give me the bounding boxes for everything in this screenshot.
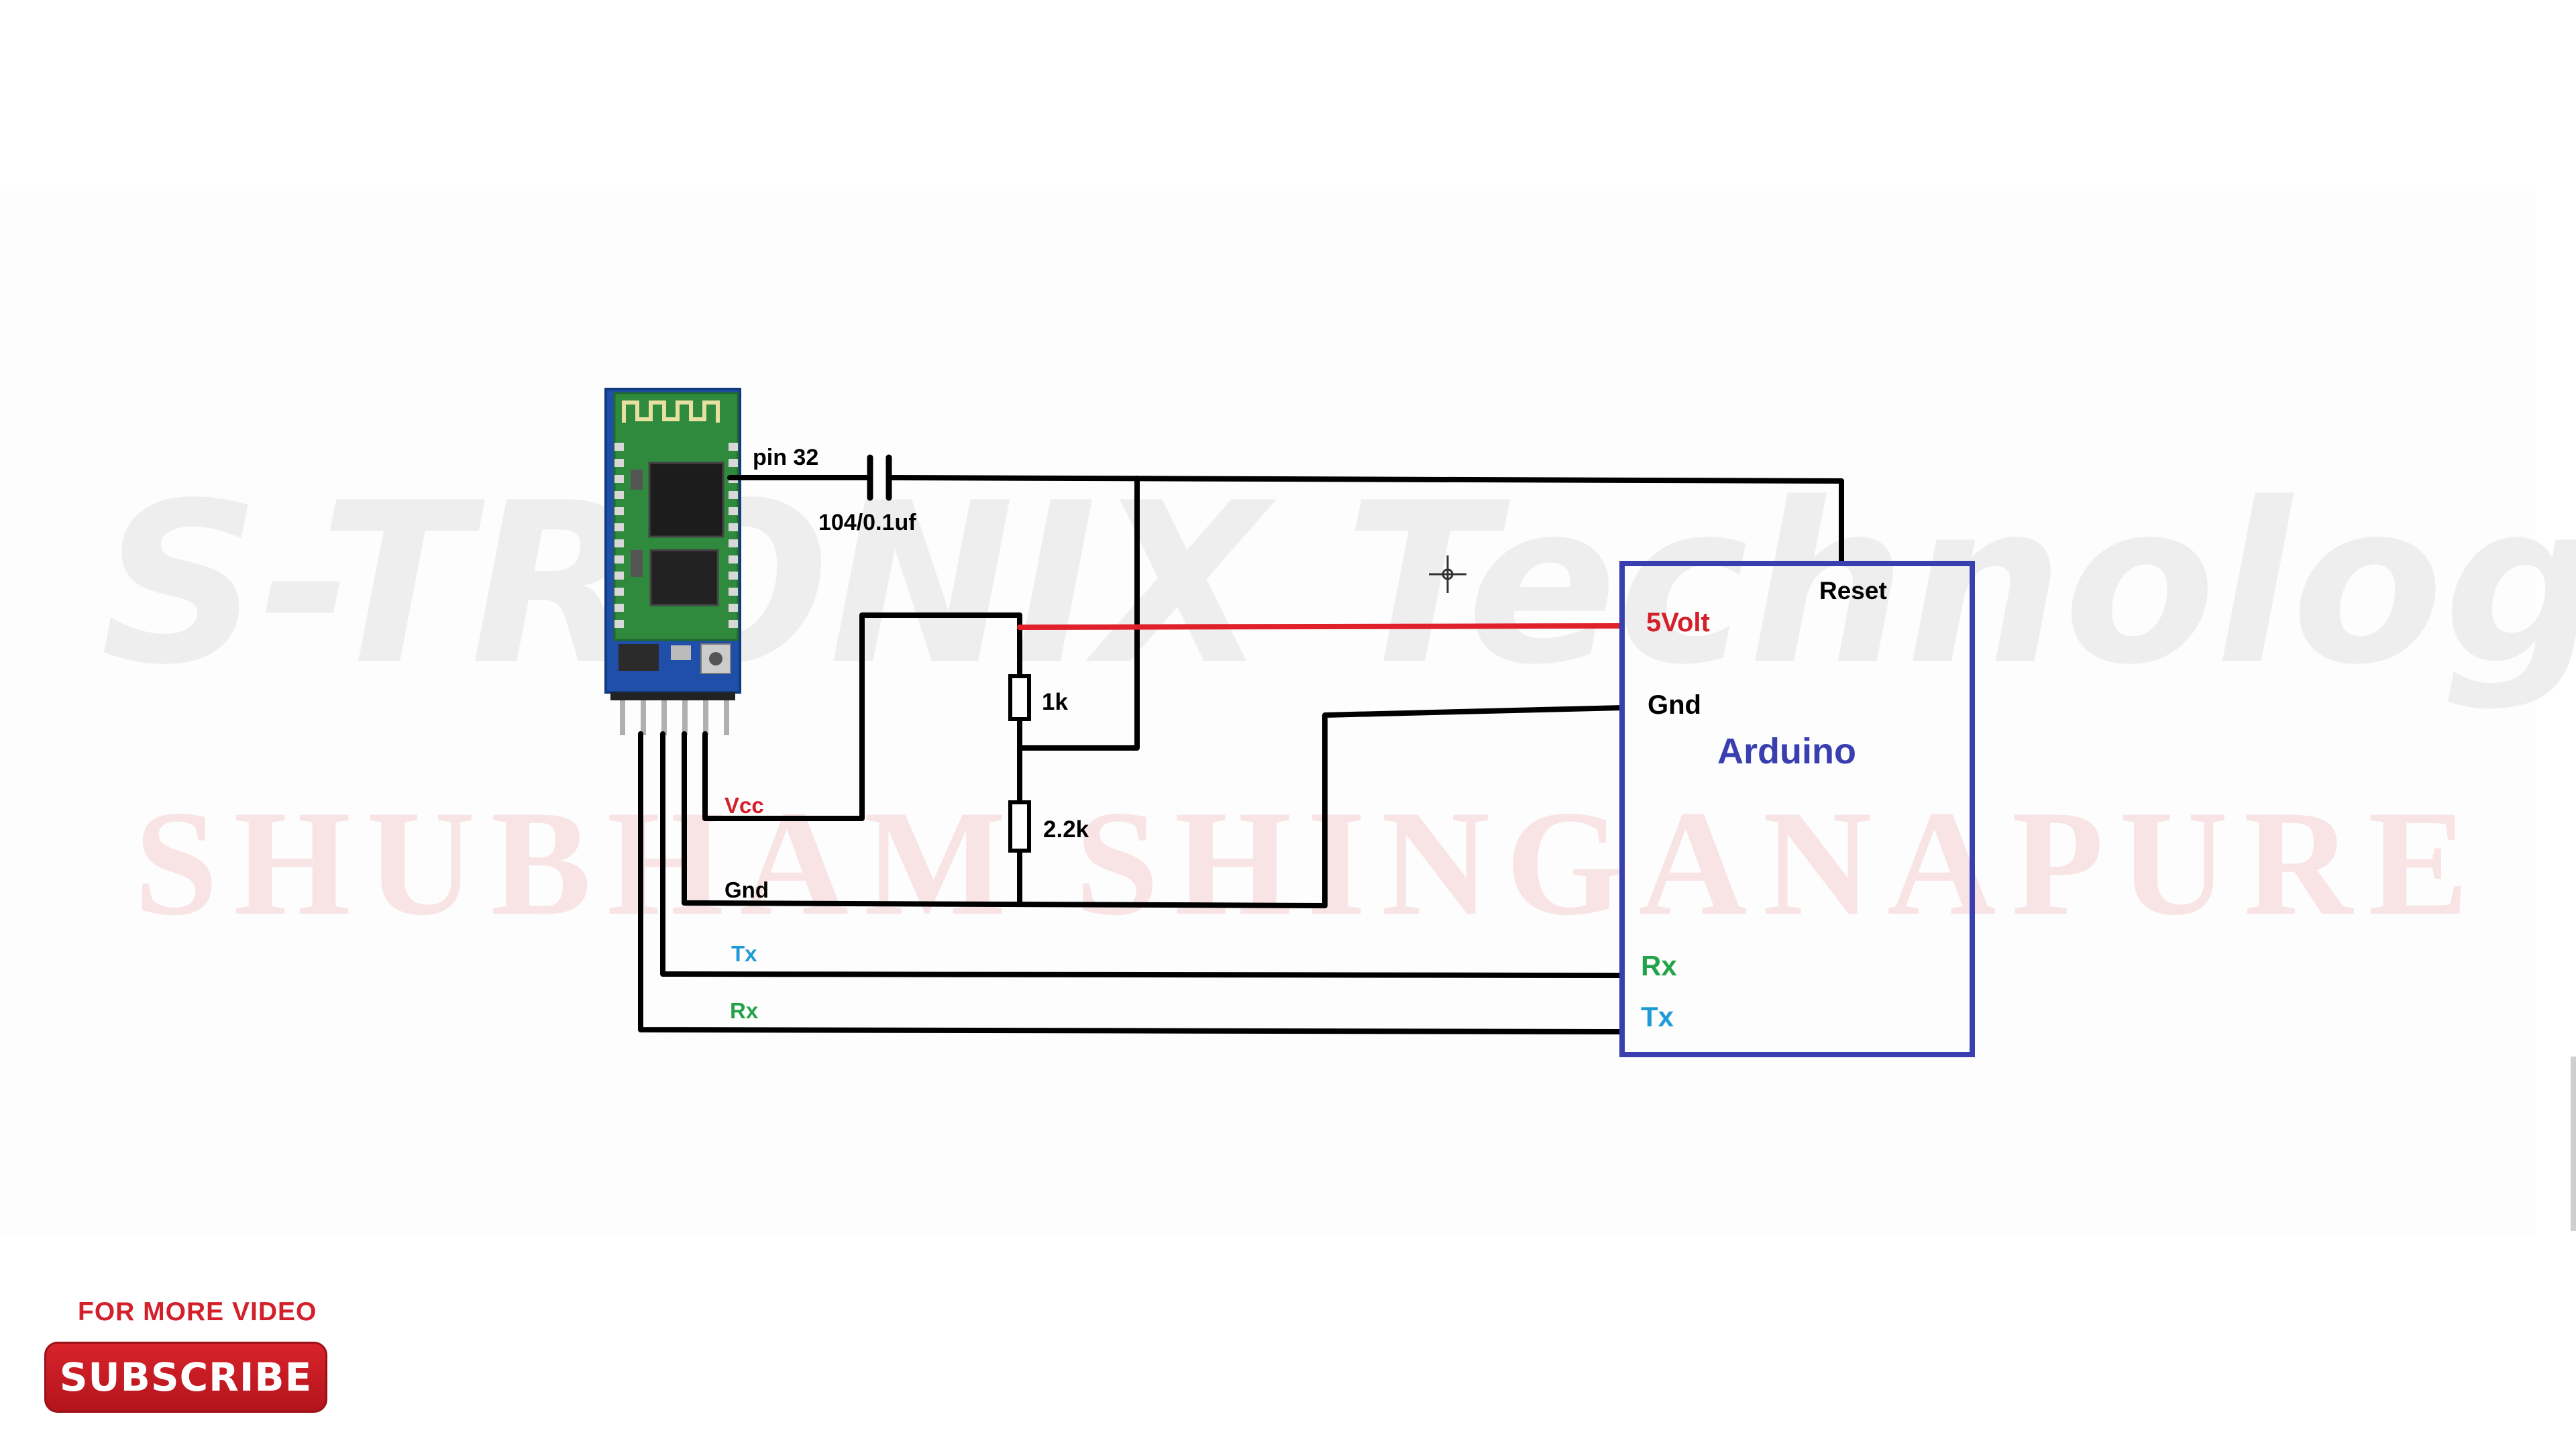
wire-rx xyxy=(638,731,1625,1034)
wire-gnd xyxy=(682,705,1625,908)
module-tx-label: Tx xyxy=(731,941,757,966)
edge-divider xyxy=(2571,1057,2576,1231)
wire-5v xyxy=(1017,623,1625,630)
module-gnd-label: Gnd xyxy=(724,877,769,902)
wire-reset xyxy=(886,475,1844,566)
arduino-title: Arduino xyxy=(1717,731,1856,771)
wire-tx xyxy=(660,731,1625,978)
arduino-box xyxy=(1619,561,1975,1057)
module-rx-label: Rx xyxy=(730,998,759,1023)
resistor-2k2 xyxy=(1008,800,1031,853)
pin32-label: pin 32 xyxy=(753,445,818,470)
promo-caption: FOR MORE VIDEO xyxy=(78,1297,317,1326)
wire-divider-node xyxy=(1019,476,1140,751)
cursor-crosshair-icon xyxy=(1429,555,1466,593)
resistor-1k xyxy=(1008,674,1031,721)
capacitor-label: 104/0.1uf xyxy=(818,510,916,535)
arduino-5v-label: 5Volt xyxy=(1646,608,1710,637)
module-vcc-label: Vcc xyxy=(724,793,764,818)
arduino-reset-label: Reset xyxy=(1819,577,1887,604)
bluetooth-module-image xyxy=(604,388,741,735)
arduino-gnd-label: Gnd xyxy=(1648,690,1701,720)
capacitor-symbol xyxy=(867,454,892,501)
subscribe-label: SUBSCRIBE xyxy=(59,1354,313,1400)
diagram-panel xyxy=(0,191,2536,1234)
subscribe-button[interactable]: SUBSCRIBE xyxy=(44,1342,327,1413)
resistor-2k2-label: 2.2k xyxy=(1043,816,1089,843)
resistor-1k-label: 1k xyxy=(1042,689,1068,715)
arduino-rx-label: Rx xyxy=(1641,950,1677,981)
arduino-tx-label: Tx xyxy=(1641,1001,1674,1032)
company-watermark: S-TRONIX Technologies xyxy=(101,455,2576,713)
